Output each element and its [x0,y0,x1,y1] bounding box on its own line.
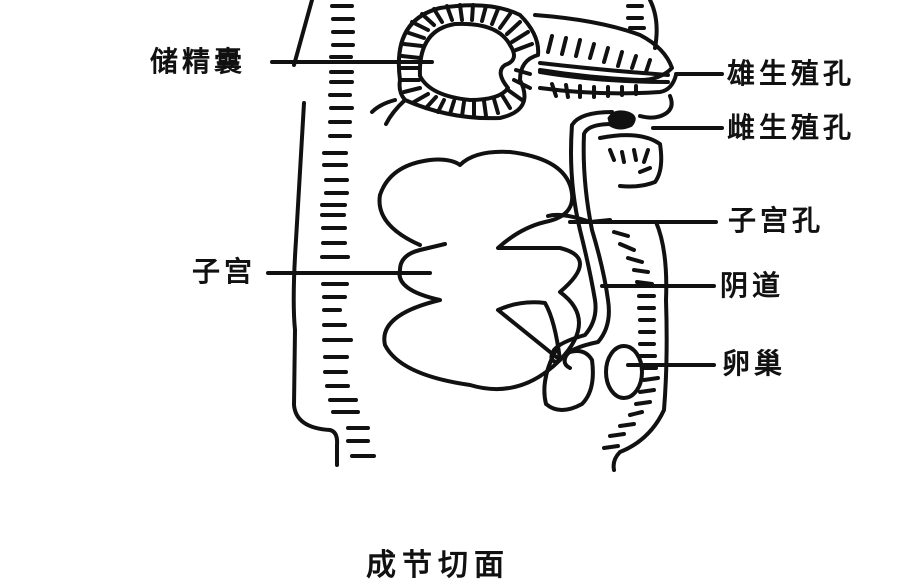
label-uterine-pore: 子宫孔 [728,204,825,237]
vagina-duct [549,110,664,370]
figure-caption: 成节切面 [366,548,510,583]
ovary-shape [542,344,644,412]
label-vagina: 阴道 [720,269,785,302]
label-uterus: 子宫 [192,255,257,288]
leader-lines [266,60,724,367]
left-segment-hatches [320,4,376,458]
right-body-wall-top [626,0,659,50]
label-ovary: 卵巢 [722,347,787,380]
male-duct [533,13,678,120]
seminal-vesicle-shape [370,3,541,126]
label-seminal-vesicle: 储精囊 [150,45,247,78]
label-female-pore: 雌生殖孔 [727,111,856,144]
left-body-wall [291,0,340,467]
uterus-shape [377,149,612,392]
label-male-pore: 雄生殖孔 [727,57,856,90]
right-body-wall-lower [602,220,669,472]
